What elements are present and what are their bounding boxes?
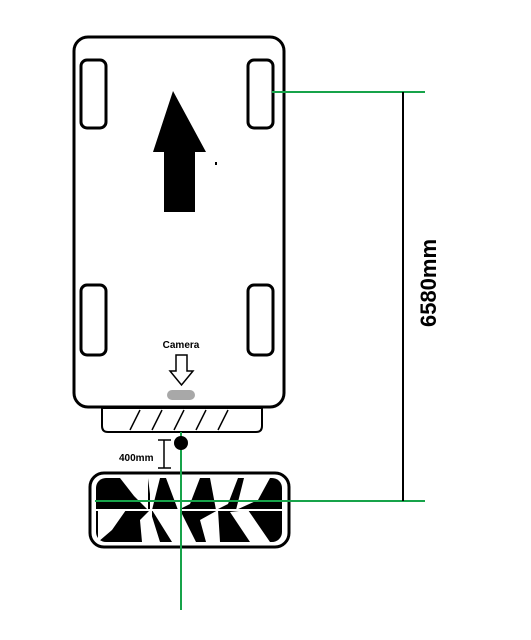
wheel-front-left — [79, 58, 108, 130]
down-arrow-icon — [168, 354, 195, 387]
distance-label: 6580mm — [416, 239, 441, 327]
wheel-rear-left — [79, 283, 108, 357]
rear-bumper — [101, 407, 263, 433]
reference-point — [174, 436, 188, 450]
wheel-rear-right — [246, 283, 275, 357]
reference-lines — [95, 91, 425, 610]
wheel-front-right — [246, 58, 275, 130]
bumper-hatching — [129, 409, 229, 431]
offset-label: 400mm — [119, 453, 154, 464]
offset-dimension — [158, 439, 171, 469]
up-arrow-icon — [153, 91, 206, 212]
camera-lens — [167, 390, 195, 400]
camera-label: Camera — [163, 340, 200, 351]
target-pattern — [96, 478, 282, 542]
body-mark — [215, 162, 217, 165]
